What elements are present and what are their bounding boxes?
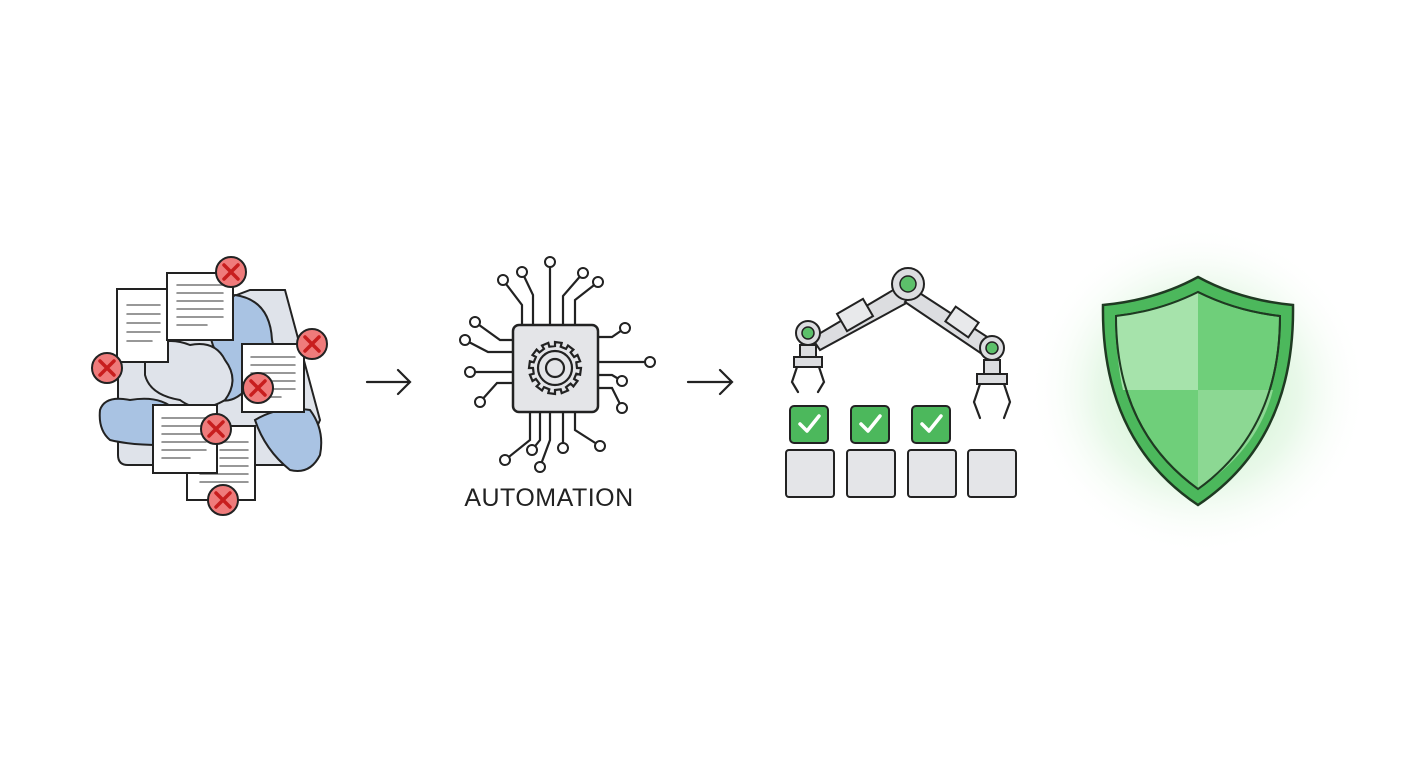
scattered-documents-icon <box>98 272 323 501</box>
checkbox-checked-icon <box>911 405 951 444</box>
error-x-icon <box>242 372 274 404</box>
circuit-trace <box>503 410 532 462</box>
circuit-node <box>534 461 546 473</box>
circuit-node <box>526 444 538 456</box>
error-x-icon <box>215 256 247 288</box>
circuit-node <box>499 454 511 466</box>
empty-slots <box>785 449 1017 498</box>
circuit-trace <box>573 410 602 448</box>
circuit-trace <box>473 320 515 342</box>
robot-arm-icon <box>790 267 1012 420</box>
arrow-right-icon <box>686 368 734 396</box>
circuit-trace <box>520 270 535 327</box>
error-markers <box>91 256 328 516</box>
circuit-node <box>594 440 606 452</box>
circuit-node <box>459 334 471 346</box>
circuit-trace <box>501 278 524 327</box>
checkbox-checked-icon <box>789 405 829 444</box>
circuit-node <box>619 322 631 334</box>
circuit-trace <box>573 280 600 327</box>
circuit-node <box>644 356 656 368</box>
circuit-node <box>544 256 556 268</box>
circuit-node <box>497 274 509 286</box>
error-x-icon <box>296 328 328 360</box>
checklist <box>789 405 951 444</box>
circuit-trace <box>478 381 515 404</box>
circuit-node <box>577 267 589 279</box>
error-x-icon <box>200 413 232 445</box>
circuit-node <box>616 375 628 387</box>
gripper-icon <box>972 359 1012 420</box>
error-x-icon <box>91 352 123 384</box>
circuit-node <box>464 366 476 378</box>
circuit-node <box>616 402 628 414</box>
shield-icon <box>1028 225 1368 555</box>
gear-icon <box>527 340 583 396</box>
error-x-icon <box>207 484 239 516</box>
automation-label: AUTOMATION <box>464 484 634 512</box>
arrow-right-icon <box>365 368 412 396</box>
circuit-node <box>469 316 481 328</box>
circuit-trace <box>561 271 585 327</box>
document <box>116 288 169 363</box>
empty-slot <box>785 449 835 498</box>
empty-slot <box>846 449 896 498</box>
empty-slot <box>967 449 1017 498</box>
circuit-node <box>516 266 528 278</box>
circuit-node <box>592 276 604 288</box>
circuit-trace <box>463 338 515 354</box>
circuit-node <box>474 396 486 408</box>
empty-slot <box>907 449 957 498</box>
checkbox-checked-icon <box>850 405 890 444</box>
circuit-node <box>557 442 569 454</box>
circuit-trace <box>596 386 624 410</box>
circuit-trace <box>538 410 552 469</box>
chip-gear-icon <box>459 256 656 473</box>
gripper-icon <box>790 344 826 394</box>
